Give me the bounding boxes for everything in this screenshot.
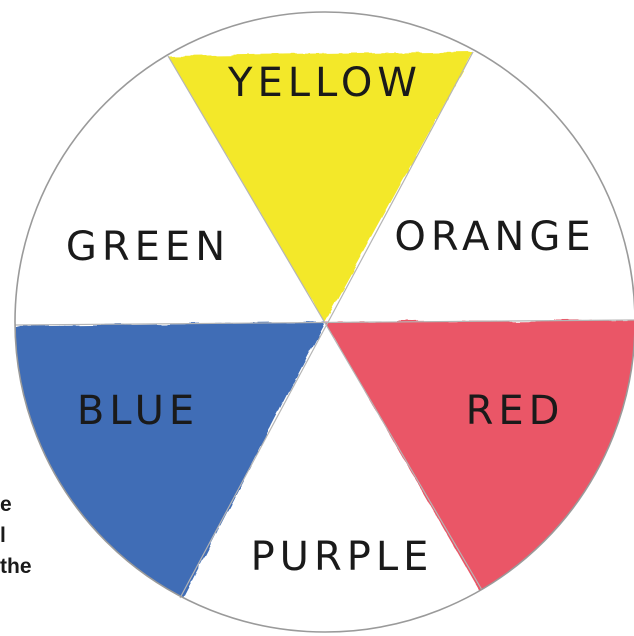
label-green: GREEN [66, 224, 230, 270]
label-yellow: YELLOW [227, 60, 422, 106]
label-blue: BLUE [77, 388, 199, 434]
side-text-fragment: the [0, 556, 32, 577]
label-red: RED [466, 388, 565, 434]
label-purple: PURPLE [251, 534, 434, 580]
side-text-fragment: e [0, 494, 12, 515]
side-text-fragment: l [0, 525, 6, 546]
label-orange: ORANGE [394, 214, 595, 260]
